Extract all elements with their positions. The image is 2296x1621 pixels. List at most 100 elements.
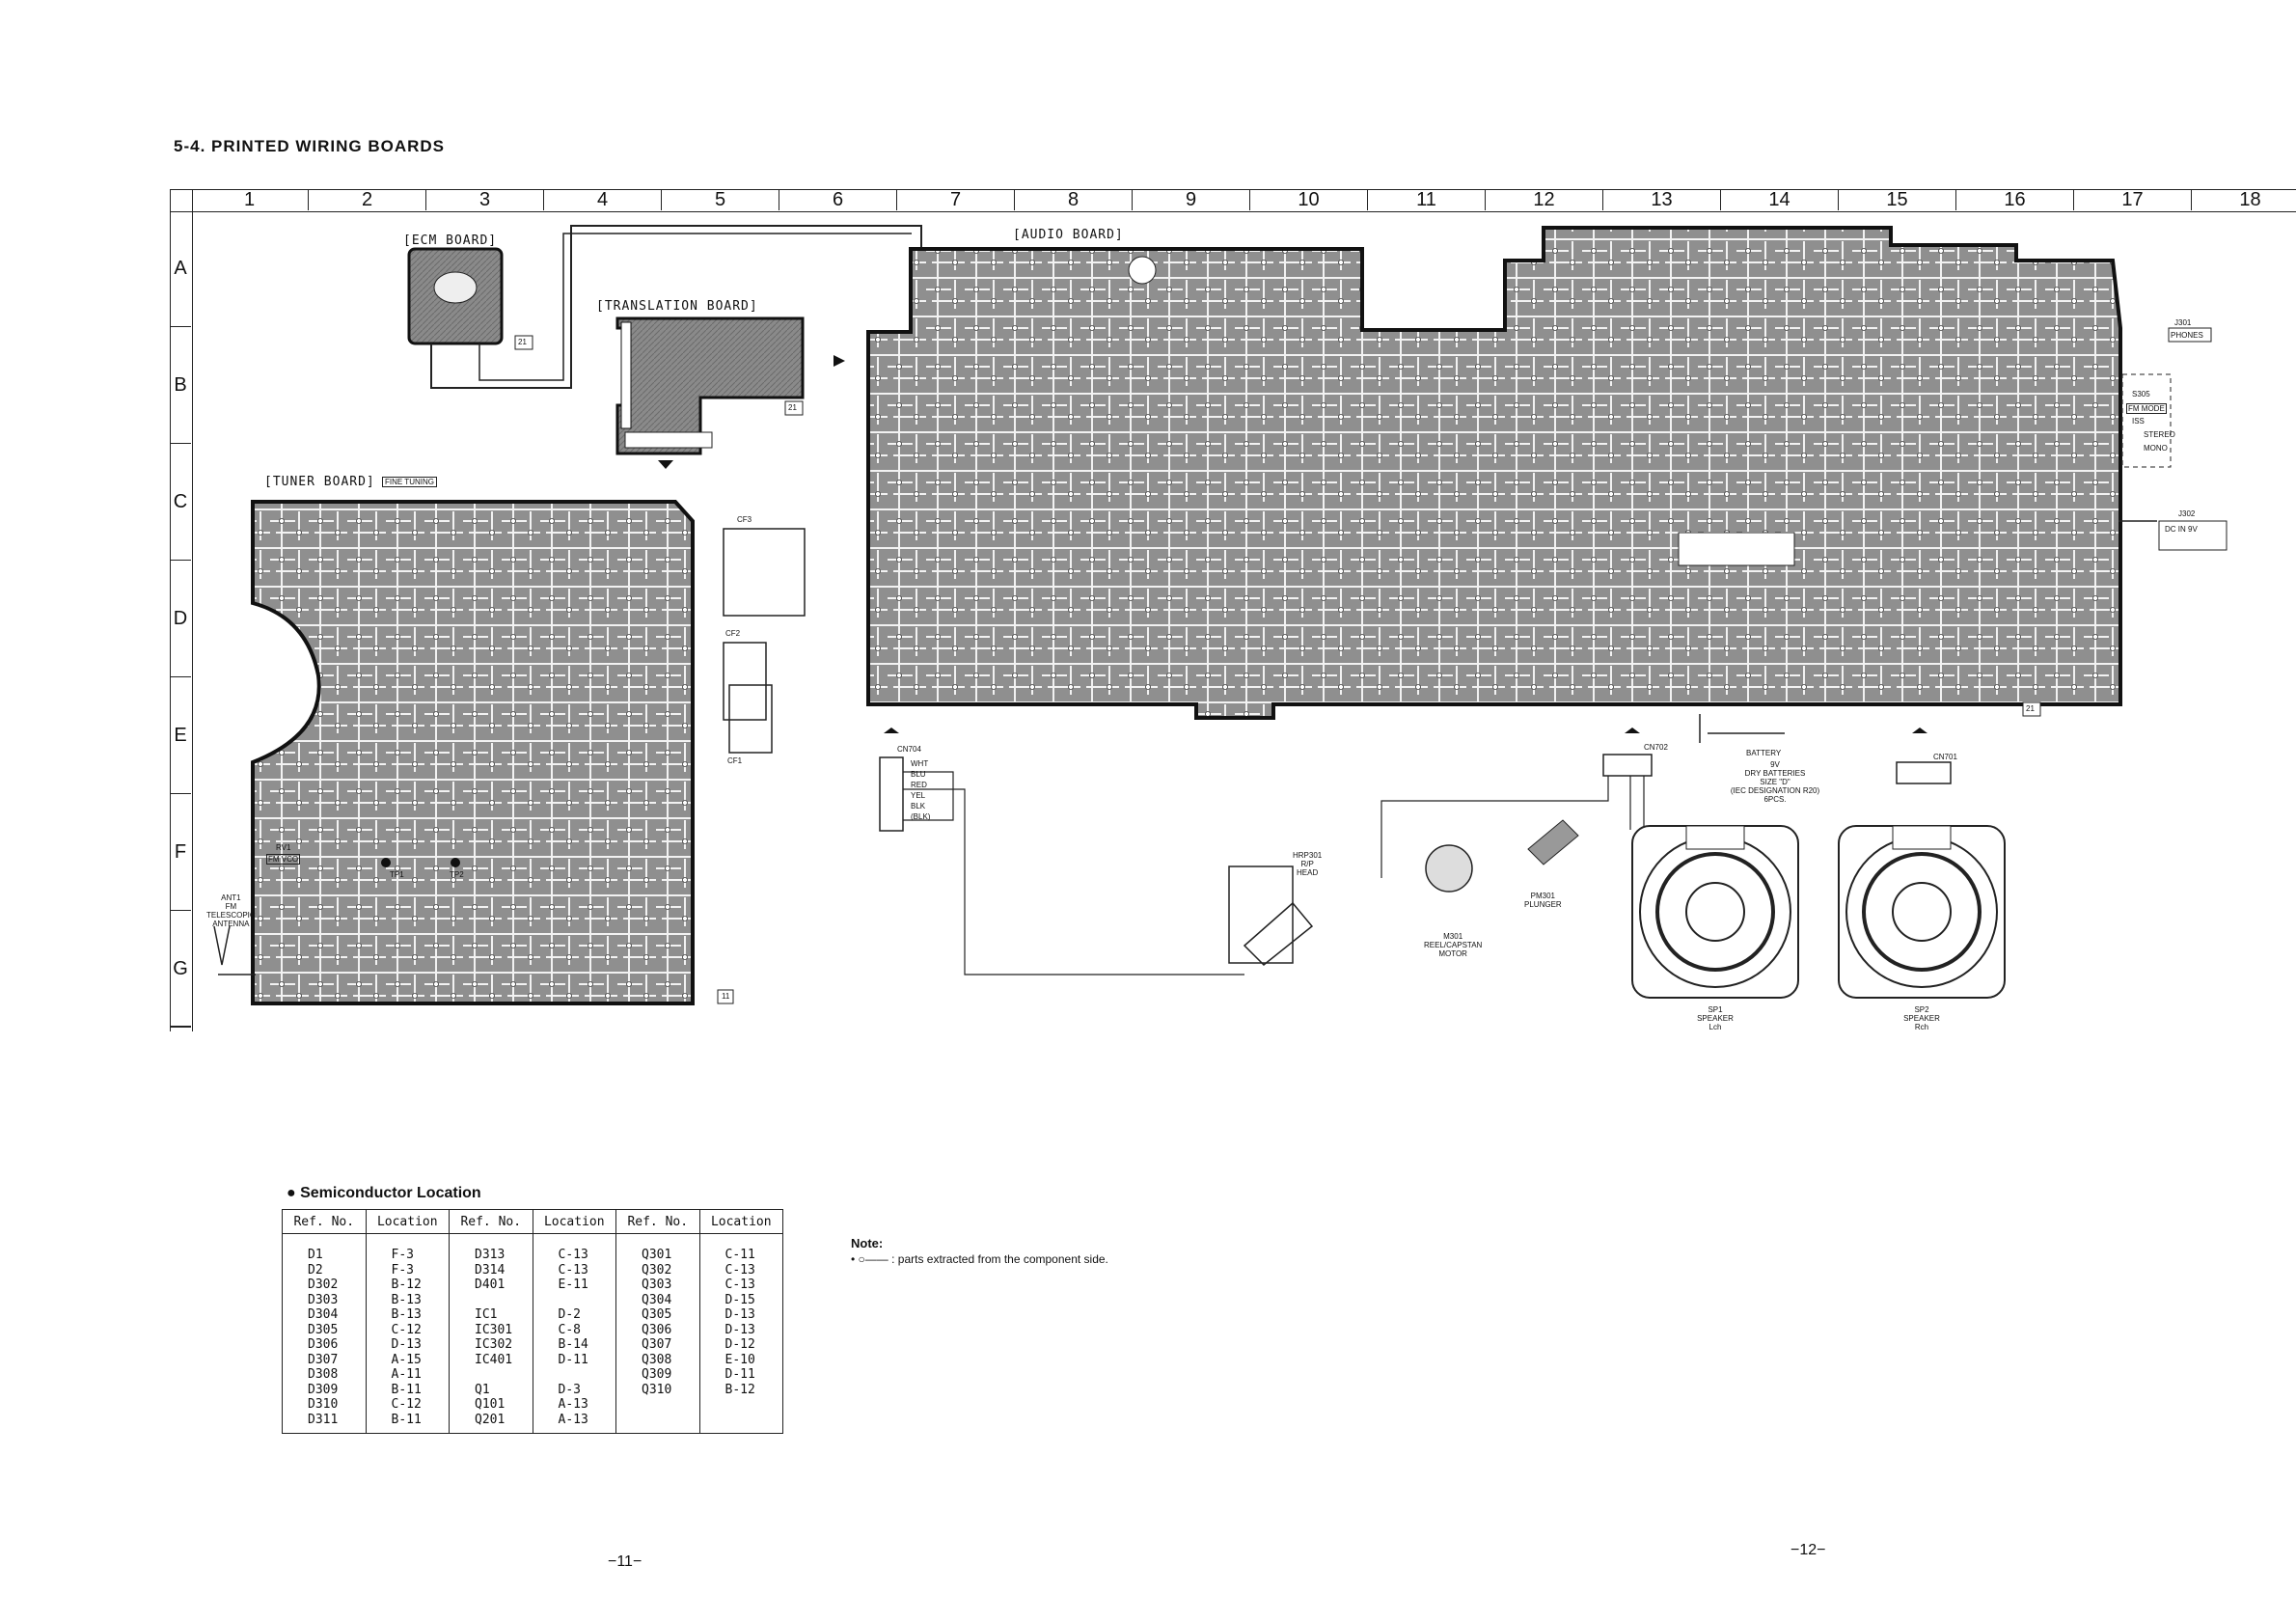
table-cell: C-13 bbox=[724, 1278, 755, 1292]
table-cell bbox=[475, 1293, 533, 1308]
table-cell: B-11 bbox=[391, 1412, 422, 1427]
table-cell: Q301 bbox=[642, 1248, 672, 1262]
row-header: E bbox=[170, 677, 191, 794]
table-cell: Q307 bbox=[642, 1337, 672, 1352]
table-cell: C-12 bbox=[391, 1322, 422, 1337]
table-cell: Q310 bbox=[642, 1382, 672, 1397]
column-header: 8 bbox=[1015, 189, 1133, 210]
column-header: 4 bbox=[544, 189, 662, 210]
table-cell: Q302 bbox=[642, 1262, 672, 1278]
table-cell: D-3 bbox=[558, 1382, 581, 1397]
page-number-right: −12− bbox=[1790, 1542, 1826, 1558]
column-header: 2 bbox=[309, 189, 426, 210]
column-header: 14 bbox=[1721, 189, 1839, 210]
table-cell: B-13 bbox=[391, 1292, 422, 1307]
column-header: 5 bbox=[662, 189, 779, 210]
cf1-label: CF1 bbox=[727, 756, 743, 765]
table-cell: C-13 bbox=[724, 1262, 755, 1278]
fm-vco-label: FM VCO bbox=[266, 854, 301, 865]
cn701-label: CN701 bbox=[1933, 753, 1957, 761]
battery-label: BATTERY bbox=[1746, 749, 1782, 757]
table-header: Ref. No. bbox=[615, 1209, 700, 1234]
table-cell: D401 bbox=[475, 1278, 506, 1292]
table-cell: D302 bbox=[308, 1278, 339, 1292]
table-cell: D1 bbox=[308, 1248, 323, 1262]
j302-label: J302 bbox=[2178, 509, 2196, 518]
s305-label: S305 bbox=[2132, 390, 2150, 398]
table-cell: Q305 bbox=[642, 1307, 672, 1322]
dc-in-label: DC IN 9V bbox=[2165, 525, 2198, 534]
column-header: 9 bbox=[1133, 189, 1250, 210]
cf2-label: CF2 bbox=[725, 629, 741, 638]
battery-desc: 9V DRY BATTERIES SIZE "D" (IEC DESIGNATI… bbox=[1730, 760, 1820, 804]
mono-label: MONO bbox=[2144, 444, 2168, 453]
column-header: 6 bbox=[779, 189, 897, 210]
row-header: A bbox=[170, 210, 191, 327]
cn704-wires: WHT BLU RED YEL BLK (BLK) bbox=[911, 759, 931, 821]
table-cell: C-8 bbox=[558, 1322, 581, 1337]
table-cell: Q201 bbox=[475, 1412, 506, 1427]
table-cell: D308 bbox=[308, 1367, 339, 1382]
cf-filters bbox=[723, 528, 806, 754]
table-cell: D310 bbox=[308, 1397, 339, 1412]
table-cell bbox=[642, 1413, 699, 1428]
ecm-board-label: [ECM BOARD] bbox=[403, 234, 498, 248]
iss-label: ISS bbox=[2132, 417, 2145, 426]
table-cell: B-12 bbox=[724, 1382, 755, 1397]
table-cell: F-3 bbox=[391, 1262, 414, 1278]
table-cell: E-10 bbox=[724, 1352, 755, 1367]
note-text: • ○—— : parts extracted from the compone… bbox=[851, 1252, 1108, 1266]
table-cell: IC401 bbox=[475, 1352, 513, 1367]
semiconductor-location-table: Ref. No. Location Ref. No. Location Ref.… bbox=[282, 1209, 783, 1434]
column-header: 16 bbox=[1956, 189, 2074, 210]
table-cell: D311 bbox=[308, 1412, 339, 1427]
table-cell: D-15 bbox=[724, 1292, 755, 1307]
row-header: B bbox=[170, 327, 191, 444]
column-header: 18 bbox=[2192, 189, 2296, 210]
table-cell: D303 bbox=[308, 1292, 339, 1307]
phones-label: PHONES bbox=[2171, 331, 2203, 340]
note-title: Note: bbox=[851, 1236, 884, 1250]
page-number-left: −11− bbox=[608, 1553, 642, 1570]
table-header: Ref. No. bbox=[449, 1209, 533, 1234]
translation-board-label: [TRANSLATION BOARD] bbox=[596, 299, 758, 314]
table-cell: E-11 bbox=[558, 1278, 588, 1292]
column-header: 11 bbox=[1368, 189, 1486, 210]
row-header: D bbox=[170, 561, 191, 677]
table-cell: C-13 bbox=[558, 1248, 588, 1262]
speaker-sp1 bbox=[1631, 825, 1799, 999]
table-cell: C-11 bbox=[724, 1248, 755, 1262]
row-header: F bbox=[170, 794, 191, 911]
tp2-label: TP2 bbox=[450, 870, 464, 879]
semiconductor-location-title: ● Semiconductor Location bbox=[287, 1185, 481, 1201]
rv1-label: RV1 bbox=[276, 843, 291, 852]
table-cell: D-13 bbox=[724, 1307, 755, 1322]
table-cell bbox=[559, 1293, 616, 1308]
table-cell: D-12 bbox=[724, 1337, 755, 1352]
translation-board-mark: 21 bbox=[788, 403, 797, 412]
column-header: 10 bbox=[1250, 189, 1368, 210]
table-cell: IC301 bbox=[475, 1322, 513, 1337]
table-cell bbox=[642, 1397, 699, 1413]
table-cell: A-13 bbox=[558, 1397, 588, 1412]
table-cell: D2 bbox=[308, 1262, 323, 1278]
ecm-board bbox=[407, 247, 533, 350]
table-cell: B-14 bbox=[558, 1337, 588, 1352]
table-cell bbox=[559, 1367, 616, 1383]
table-cell: Q101 bbox=[475, 1397, 506, 1412]
cn702-label: CN702 bbox=[1644, 743, 1668, 752]
table-cell: Q309 bbox=[642, 1367, 672, 1382]
fm-mode-label: FM MODE bbox=[2126, 403, 2167, 414]
table-cell: Q306 bbox=[642, 1322, 672, 1337]
j301-label: J301 bbox=[2174, 318, 2192, 327]
table-cell: Q1 bbox=[475, 1382, 490, 1397]
row-header: G bbox=[170, 911, 191, 1028]
table-cell: D306 bbox=[308, 1337, 339, 1352]
